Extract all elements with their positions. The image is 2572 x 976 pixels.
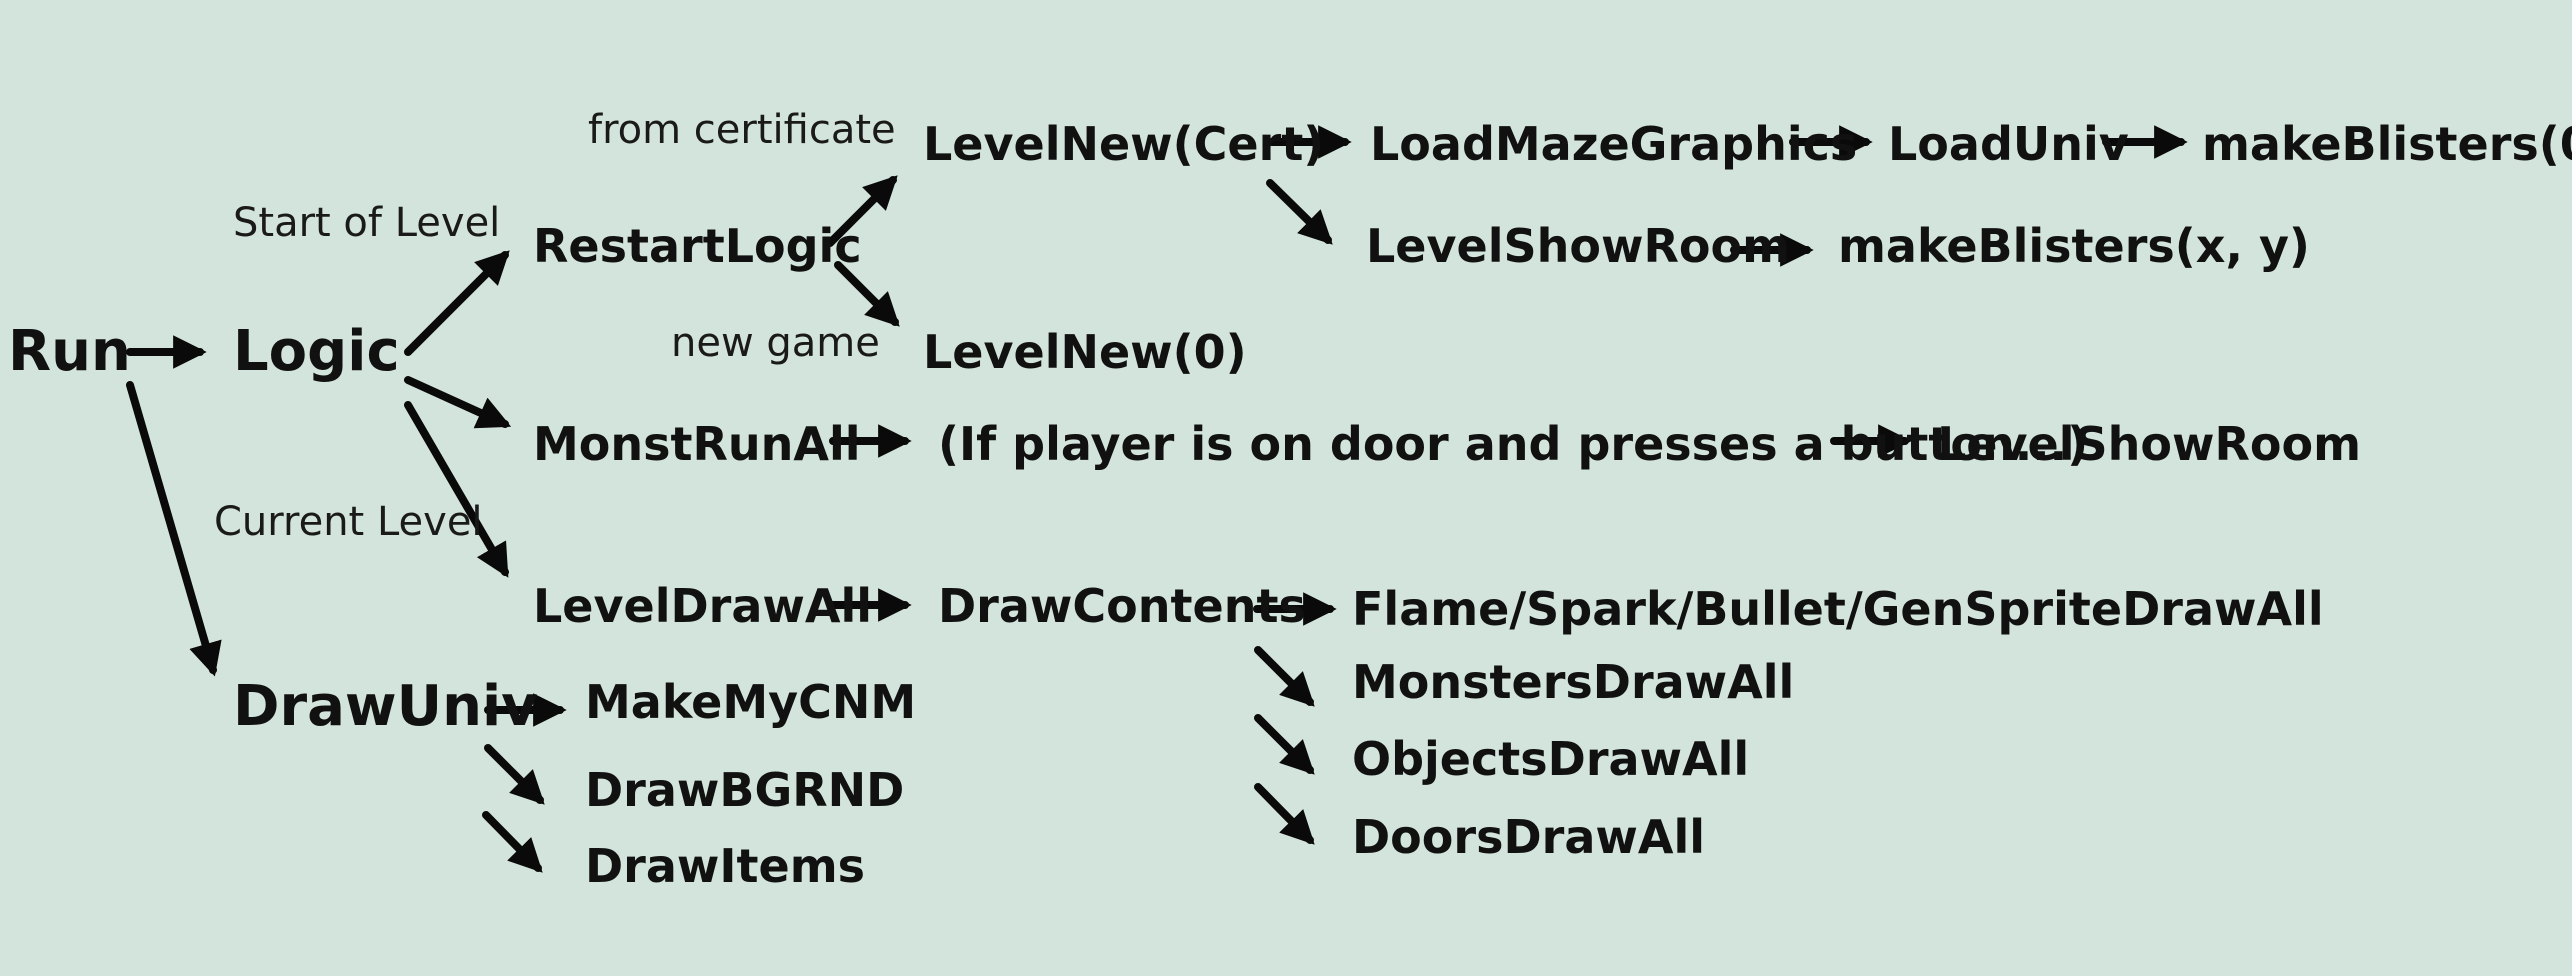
arrow-drawcontents-to-objects <box>1254 714 1315 775</box>
node-load-maze-graphics: LoadMazeGraphics <box>1370 117 1857 171</box>
node-monst-run-all: MonstRunAll <box>533 417 861 471</box>
arrow-drawcontents-to-monsters <box>1254 646 1315 707</box>
arrow-logic-to-leveldrawall <box>404 401 509 578</box>
note-new-game: new game <box>671 320 880 366</box>
node-logic: Logic <box>233 319 400 384</box>
node-make-my-cnm: MakeMyCNM <box>585 675 916 729</box>
node-level-show-room: LevelShowRoom <box>1366 219 1790 273</box>
note-from-certificate: from certificate <box>588 107 896 153</box>
node-flame-spark-bullet: Flame/Spark/Bullet/GenSpriteDrawAll <box>1352 582 2324 636</box>
node-level-draw-all: LevelDrawAll <box>533 579 872 633</box>
arrow-restartlogic-to-levelnew-cert <box>826 175 898 247</box>
node-draw-univ: DrawUniv <box>233 674 538 739</box>
notes: from certificate Start of Level new game… <box>214 107 896 545</box>
node-level-show-room-2: LevelShowRoom <box>1937 417 2361 471</box>
arrow-logic-to-monstrunall <box>404 376 512 429</box>
node-run: Run <box>8 319 131 384</box>
node-make-blisters-xy: makeBlisters(x, y) <box>1838 219 2310 273</box>
node-draw-bgrnd: DrawBGRND <box>585 763 904 817</box>
arrow-run-to-drawuniv <box>126 381 222 677</box>
node-doors-draw-all: DoorsDrawAll <box>1352 810 1705 864</box>
arrow-drawuniv-to-drawbgrnd <box>484 744 545 805</box>
arrows <box>126 125 2188 873</box>
arrow-restartlogic-to-levelnew-0 <box>834 261 900 327</box>
node-level-new-cert: LevelNew(Cert) <box>923 117 1324 171</box>
node-objects-draw-all: ObjectsDrawAll <box>1352 732 1749 786</box>
note-start-of-level: Start of Level <box>233 200 500 246</box>
node-restart-logic: RestartLogic <box>533 219 862 273</box>
node-monsters-draw-all: MonstersDrawAll <box>1352 655 1794 709</box>
node-if-player-on-door: (If player is on door and presses a butt… <box>938 417 2088 471</box>
arrow-drawcontents-to-doors <box>1254 783 1315 845</box>
node-draw-items: DrawItems <box>585 839 865 893</box>
arrow-levelnew-to-levelshowroom <box>1266 179 1333 245</box>
arrow-drawuniv-to-drawitems <box>482 811 543 873</box>
node-make-blisters-00: makeBlisters(0,0) <box>2202 117 2572 171</box>
nodes: Run Logic RestartLogic MonstRunAll Level… <box>8 117 2572 893</box>
node-draw-contents: DrawContents <box>938 579 1306 633</box>
node-level-new-0: LevelNew(0) <box>923 325 1247 379</box>
arrow-logic-to-restartlogic <box>404 250 510 356</box>
node-load-univ: LoadUniv <box>1888 117 2129 171</box>
note-current-level: Current Level <box>214 499 483 545</box>
